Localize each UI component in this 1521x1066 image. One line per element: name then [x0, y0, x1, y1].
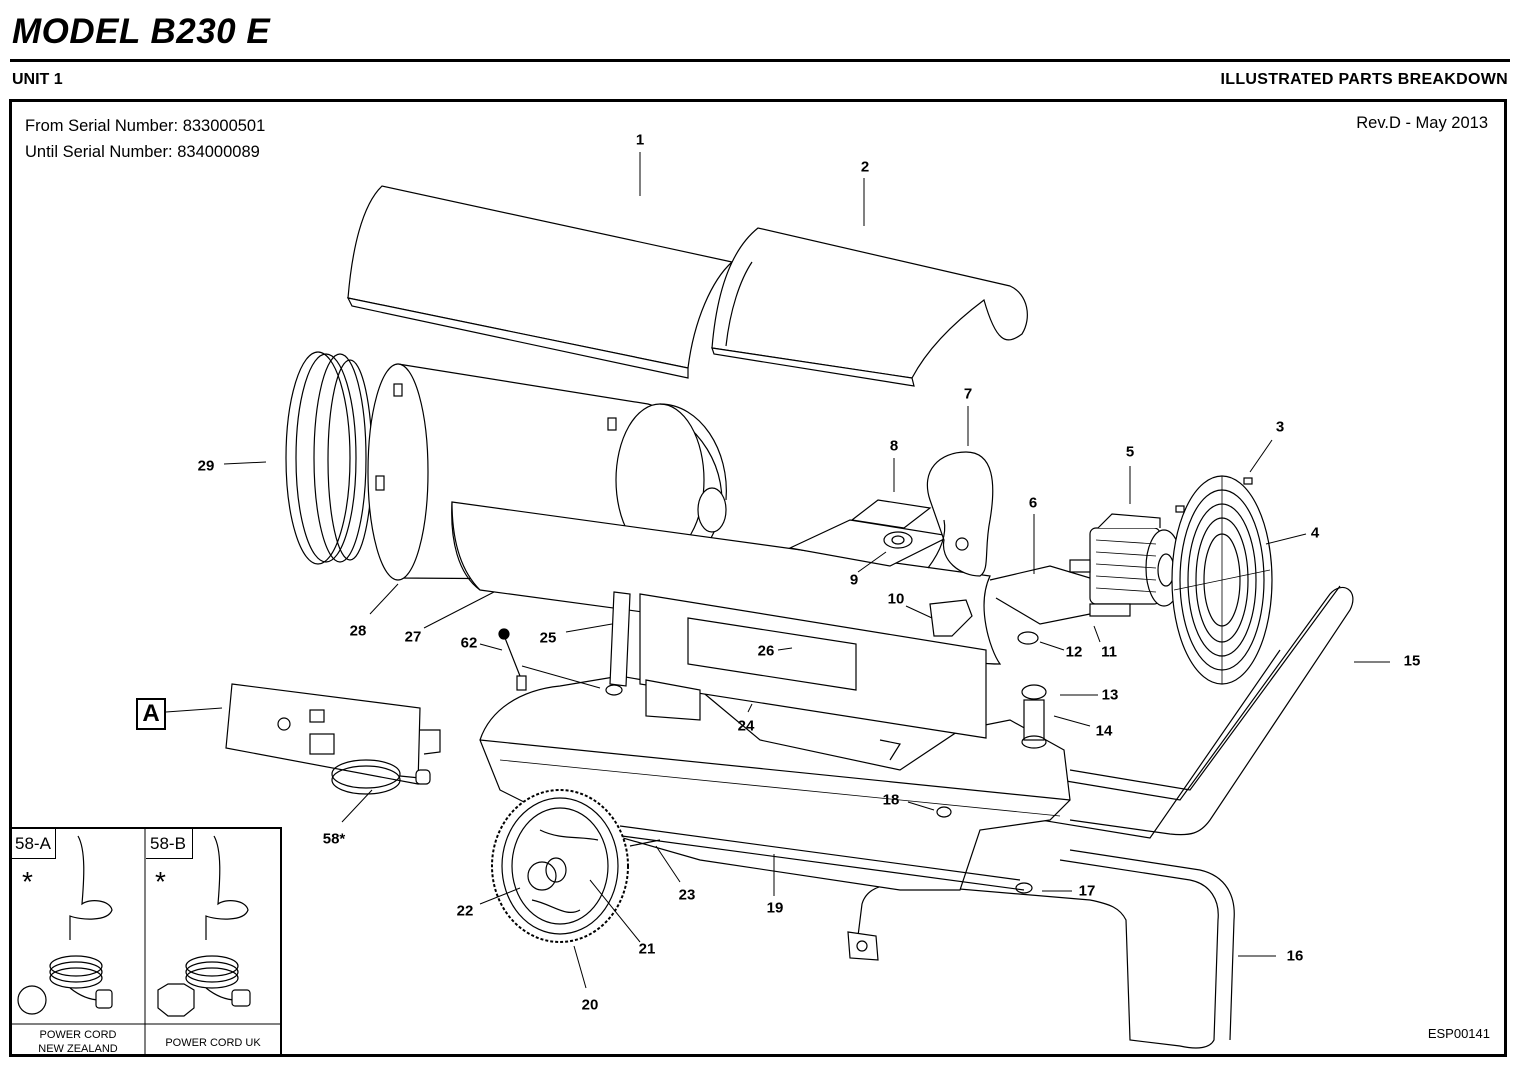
part-dipstick [498, 628, 527, 691]
inset-cord-uk [157, 835, 251, 1017]
callout-18: 18 [882, 791, 900, 809]
callout-28: 28 [349, 622, 367, 640]
revision-label: Rev.D - May 2013 [1356, 114, 1488, 132]
power-cord-inset [9, 827, 282, 1057]
callout-13: 13 [1101, 686, 1119, 704]
asterisk-icon: * [155, 866, 166, 897]
inset-id-58b: 58-B [146, 829, 193, 859]
part-upper-shell-rear [346, 185, 753, 379]
callout-6: 6 [1028, 494, 1038, 512]
callout-22: 22 [456, 902, 474, 920]
until-serial: Until Serial Number: 834000089 [25, 143, 260, 161]
part-axle [619, 825, 1025, 891]
unit-label: UNIT 1 [12, 71, 63, 88]
part-wheel [491, 789, 629, 943]
callout-24: 24 [737, 717, 755, 735]
callout-21: 21 [638, 940, 656, 958]
callout-17: 17 [1078, 882, 1096, 900]
section-label: ILLUSTRATED PARTS BREAKDOWN [1220, 71, 1508, 88]
callout-9: 9 [849, 571, 859, 589]
callout-23: 23 [678, 886, 696, 904]
inset-divider [11, 828, 280, 1056]
callout-11: 11 [1101, 643, 1117, 661]
callout-26: 26 [757, 642, 775, 660]
callout-16: 16 [1286, 947, 1304, 965]
callout-5: 5 [1125, 443, 1135, 461]
callout-10: 10 [887, 590, 905, 608]
caption-line-1: POWER CORD [39, 1029, 117, 1041]
callout-58: 58* [322, 830, 346, 848]
callout-1: 1 [635, 131, 645, 149]
callout-14: 14 [1095, 722, 1113, 740]
part-control-panel [225, 683, 441, 795]
callout-29: 29 [197, 457, 215, 475]
part-fan-blade [926, 451, 994, 577]
page-title: MODEL B230 E [12, 12, 271, 51]
callout-15: 15 [1403, 652, 1421, 670]
caption-power-cord-nz: POWER CORD NEW ZEALAND [11, 1028, 145, 1056]
callout-12: 12 [1065, 643, 1083, 661]
callout-25: 25 [539, 629, 557, 647]
callout-20: 20 [581, 996, 599, 1014]
callout-8: 8 [889, 437, 899, 455]
part-fan-guard [1171, 475, 1273, 685]
callout-7: 7 [963, 385, 973, 403]
caption-power-cord-uk: POWER CORD UK [165, 1037, 261, 1049]
caption-line-2: NEW ZEALAND [38, 1043, 118, 1055]
callout-27: 27 [404, 628, 422, 646]
callout-4: 4 [1310, 524, 1320, 542]
drawing-code: ESP00141 [1427, 1026, 1490, 1041]
callout-2: 2 [860, 158, 870, 176]
callout-19: 19 [766, 899, 784, 917]
part-upper-shell-front [711, 227, 1028, 387]
title-rule [10, 59, 1510, 62]
callout-62: 62 [460, 634, 478, 652]
from-serial: From Serial Number: 833000501 [25, 117, 266, 135]
callout-3: 3 [1275, 418, 1285, 436]
detail-ref-box: A [136, 698, 166, 730]
drawing-frame [9, 99, 1507, 1057]
part-front-ring [285, 351, 373, 565]
inset-id-58a: 58-A [11, 829, 56, 859]
inset-cord-nz [17, 835, 113, 1015]
leader-lines [165, 152, 1390, 989]
part-internal-bracket [788, 499, 1101, 645]
part-support-cradle [609, 591, 987, 761]
asterisk-icon: * [22, 866, 33, 897]
